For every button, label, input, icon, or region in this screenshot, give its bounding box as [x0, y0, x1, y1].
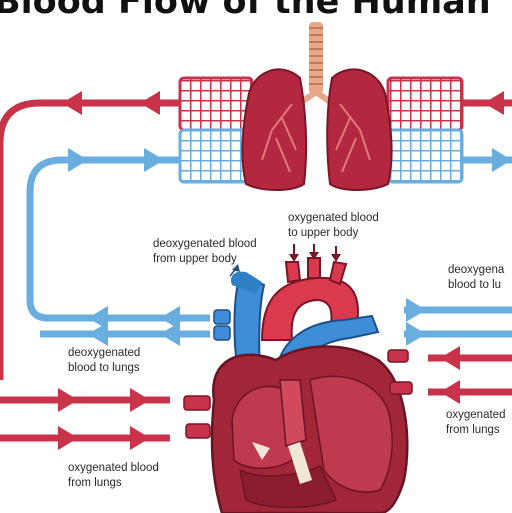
- arrow-right-icon: [58, 426, 78, 450]
- label-oxygenated-lungs-left-line2: from lungs: [68, 477, 122, 489]
- arrow-down-icon: [331, 254, 341, 262]
- arrow-left-icon: [88, 322, 108, 346]
- label-oxygenated-right-line1: oxygenated: [446, 409, 505, 421]
- label-oxygenated-upper-line2: to upper body: [288, 227, 359, 239]
- heart: [183, 257, 413, 513]
- arrow-right-icon: [130, 388, 150, 412]
- arrow-right-icon: [58, 388, 78, 412]
- labels: deoxygenated blood from upper body oxyge…: [68, 212, 505, 489]
- arrow-left-icon: [160, 322, 180, 346]
- lungs: [241, 68, 393, 191]
- label-deoxygenated-upper-line1: deoxygenated blood: [153, 238, 257, 250]
- label-deoxygenated-lungs-left-line1: deoxygenated: [68, 347, 140, 359]
- label-deoxygenated-upper-line2: from upper body: [153, 253, 237, 265]
- flow-arrows: [40, 91, 512, 450]
- arrow-left-icon: [62, 91, 82, 115]
- label-oxygenated-upper-line1: oxygenated blood: [288, 212, 379, 224]
- label-deoxygenated-right-line2: blood to lu: [448, 279, 501, 291]
- arrow-right-icon: [406, 322, 426, 346]
- arrow-down-icon: [289, 254, 299, 262]
- annotation-arrows: [229, 244, 341, 277]
- arrow-left-icon: [484, 91, 504, 115]
- arrow-down-icon: [309, 252, 319, 260]
- arrow-left-icon: [440, 380, 460, 404]
- label-oxygenated-lungs-left-line1: oxygenated blood: [68, 462, 159, 474]
- label-oxygenated-right-line2: from lungs: [446, 424, 500, 436]
- arrow-right-icon: [68, 148, 88, 172]
- arrow-right-icon: [130, 426, 150, 450]
- arrow-left-icon: [440, 346, 460, 370]
- arrow-right-icon: [144, 148, 164, 172]
- label-deoxygenated-right-line1: deoxygena: [448, 264, 505, 276]
- diagram-title: Blood Flow of the Human: [0, 0, 491, 22]
- arrow-up-icon: [232, 264, 240, 272]
- arrow-right-icon: [406, 298, 426, 322]
- arrow-left-icon: [140, 91, 160, 115]
- label-deoxygenated-lungs-left-line2: blood to lungs: [68, 362, 140, 374]
- arrow-left-icon: [160, 306, 180, 330]
- arrow-right-icon: [492, 148, 512, 172]
- arrow-left-icon: [88, 306, 108, 330]
